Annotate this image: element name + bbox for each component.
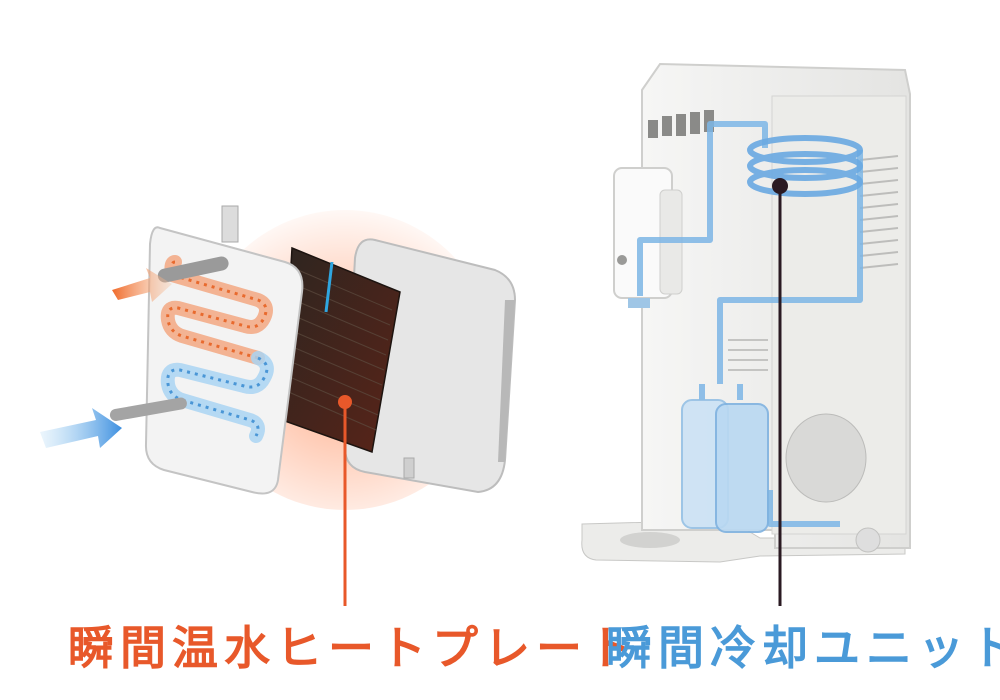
spout-nozzle [628,298,650,308]
front-vents [728,339,768,371]
side-vents [859,155,899,269]
cold-channel [160,351,274,443]
heat-plate-caption: 瞬間温水ヒートプレート [68,621,640,675]
heat-plate-assembly [40,205,517,510]
inlet-pipe [109,397,187,421]
blue-arrow-icon [40,408,122,448]
heat-leader-dot [338,395,352,409]
compressor [785,413,867,503]
mount-tab [221,205,239,243]
outlet-pipe [157,256,229,283]
cooling-unit-caption: 瞬間冷却ユニット [606,621,1000,675]
heater-plate-lines [283,269,393,431]
cover-tab [403,457,415,479]
tank-right [715,403,769,533]
orange-arrow-icon [112,268,172,302]
cooling-pipes [637,121,863,527]
spout-button-icon[interactable] [617,255,627,265]
sensor-line [324,261,334,313]
foot [855,527,881,553]
dispenser [581,62,911,563]
hot-channel-dots [166,260,268,360]
drip-tray [620,532,680,548]
cool-leader-dot [772,178,788,194]
cooling-coil [747,135,863,197]
cover-plate-edge [498,300,515,462]
control-panel [648,110,714,138]
